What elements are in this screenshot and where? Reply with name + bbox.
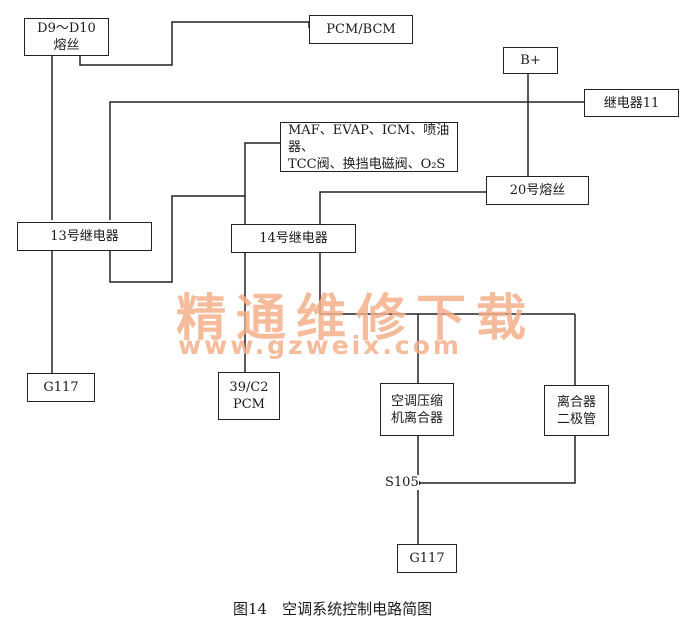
clutch-diode-line1: 离合器	[556, 394, 596, 410]
clutch-diode-box: 离合器二极管	[544, 385, 609, 436]
pcm-39-c2-line1: 39/C2	[229, 380, 269, 395]
loads-line1: MAF、EVAP、ICM、喷油器、	[288, 122, 450, 155]
wire-fuse-to-pcm-bcm	[79, 21, 310, 66]
fuse-d9-d10-line2: 熔丝	[53, 38, 80, 53]
g117-bottom-box: G117	[397, 544, 457, 573]
fuse-20-box: 20号熔丝	[486, 176, 589, 205]
pcm-39-c2-line2: PCM	[232, 397, 265, 412]
figure-caption: 图14 空调系统控制电路简图	[233, 600, 433, 618]
wire-fuse20-to-relay14	[319, 191, 486, 224]
wire-loads-to-relay14	[244, 142, 280, 224]
wire-diode-to-s105	[418, 436, 576, 484]
loads-box: MAF、EVAP、ICM、喷油器、TCC阀、换挡电磁阀、O₂S	[280, 122, 458, 172]
pcm-bcm-box: PCM/BCM	[309, 15, 413, 44]
wire-relay13-to-relay14	[109, 195, 245, 283]
clutch-diode-line2: 二极管	[556, 411, 596, 427]
relay-11-box: 继电器11	[584, 89, 679, 117]
wire-relay14-bus	[319, 252, 575, 315]
loads-line2: TCC阀、换挡电磁阀、O₂S	[288, 156, 446, 172]
ac-clutch-line2: 机离合器	[390, 410, 443, 426]
relay-13-box: 13号继电器	[17, 222, 152, 251]
fuse-d9-d10-line1: D9～D10	[37, 21, 96, 36]
s105-label: S105	[385, 475, 419, 490]
ac-compressor-clutch-box: 空调压缩机离合器	[380, 383, 454, 436]
fuse-d9-d10: D9～D10 熔丝	[24, 18, 109, 56]
watermark-url: www.gzweix.com	[178, 331, 462, 360]
relay-14-box: 14号继电器	[231, 224, 356, 253]
wire-relay11-to-relay13	[109, 101, 584, 220]
watermark-title: 精通维修下载	[176, 289, 536, 347]
b-plus-box: B+	[503, 47, 558, 74]
g117-left-box: G117	[27, 373, 95, 402]
ac-clutch-line1: 空调压缩	[390, 393, 443, 409]
